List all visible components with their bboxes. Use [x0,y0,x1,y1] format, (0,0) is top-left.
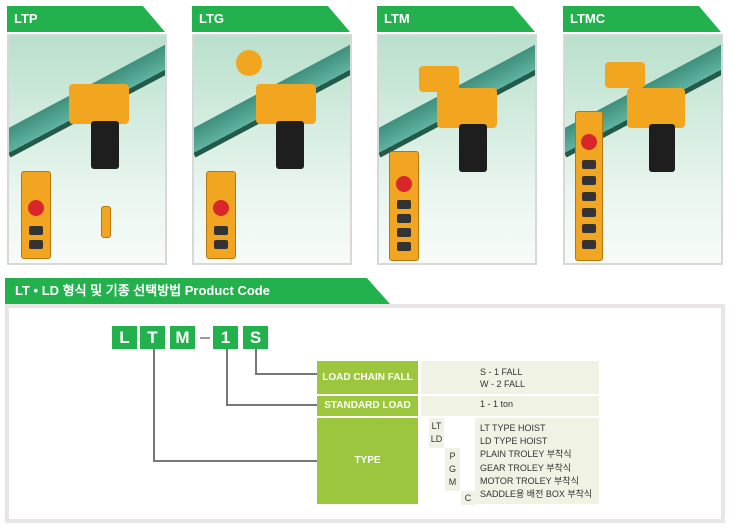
section-header: LT • LD 형식 및 기종 선택방법 Product Code [5,278,390,304]
hoist-body [256,84,316,124]
product-name: LTM [384,11,410,26]
hoist-body [627,88,685,128]
type-code: LD [430,434,443,444]
product-header-ltp: LTP [7,6,165,32]
gear-wheel [236,50,262,76]
label-load-chain-fall: LOAD CHAIN FALL [317,361,418,394]
connector-1 [226,349,228,405]
section-title: LT • LD 형식 및 기종 선택방법 Product Code [15,283,270,298]
product-name: LTMC [570,11,606,26]
chain-bag [276,121,304,169]
type-code: C [464,493,472,503]
value-line: W - 2 FALL [480,379,526,389]
type-code: G [448,464,456,474]
connector-t [153,349,155,461]
type-desc: SADDLE용 배전 BOX 부착식 [480,489,593,500]
product-name: LTG [199,11,225,26]
pendant-control [575,111,603,261]
trolley-motor [419,66,459,92]
type-desc: PLAIN TROLEY 부착식 [480,449,572,460]
type-desc: MOTOR TROLEY 부착식 [480,475,579,486]
type-descriptions: LT TYPE HOIST LD TYPE HOIST PLAIN TROLEY… [475,418,599,504]
type-desc: LD TYPE HOIST [480,436,548,447]
trolley-motor [605,62,645,88]
code-dash [200,337,210,339]
product-header-ltmc: LTMC [563,6,721,32]
product-photo-ltp [7,34,167,265]
type-code: LT [431,421,442,431]
value-load-chain-fall: S - 1 FALL W - 2 FALL [421,361,599,394]
type-desc: GEAR TROLEY 부착식 [480,462,572,473]
hoist-body [437,88,497,128]
type-code-c: C [461,491,475,505]
connector-t-h [153,460,317,462]
value-standard-load: 1 - 1 ton [421,396,599,416]
product-photo-ltm [377,34,537,265]
pendant-control [206,171,236,259]
code-letter-m: M [170,326,195,349]
pendant-control [389,151,419,261]
connector-1-h [226,404,317,406]
small-pendant [101,206,111,238]
connector-s [255,349,257,374]
product-photo-ltg [192,34,352,265]
value-line: S - 1 FALL [480,367,523,377]
type-code: M [448,477,457,487]
type-desc: LT TYPE HOIST [480,423,546,433]
label-standard-load: STANDARD LOAD [317,396,418,416]
hoist-body [69,84,129,124]
chain-bag [649,124,675,172]
pendant-control [21,171,51,259]
chain-bag [459,124,487,172]
product-header-ltg: LTG [192,6,350,32]
type-code: P [449,451,456,461]
chain-bag [91,121,119,169]
connector-s-h [255,373,317,375]
code-letter-l: L [112,326,137,349]
code-letter-s: S [243,326,268,349]
label-type: TYPE [317,418,418,504]
code-letter-t: T [140,326,165,349]
code-digit-1: 1 [213,326,238,349]
product-name: LTP [14,11,38,26]
product-header-ltm: LTM [377,6,535,32]
type-code-lt-ld: LT LD [429,418,444,448]
product-photo-ltmc [563,34,723,265]
